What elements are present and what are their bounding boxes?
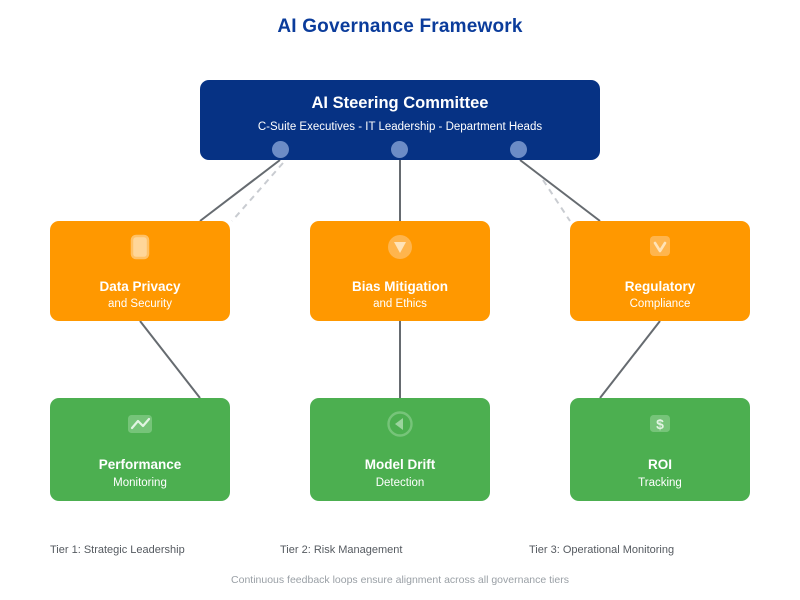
triangle-down-circle-icon [388,234,412,259]
node-roi[interactable]: $ ROI Tracking [570,398,750,501]
tier-caption-2: Tier 2: Risk Management [280,544,403,556]
node-subtitle: Detection [375,476,425,489]
node-subtitle: Compliance [629,298,691,311]
member-dot-icon [272,141,289,158]
connector-data-privacy-to-performance [139,320,201,399]
node-title: Data Privacy [99,278,181,294]
dollar-icon: $ [650,415,670,433]
connector-exec-to-data-privacy [199,159,281,222]
node-title: Regulatory [624,278,696,294]
member-dot-icon [510,141,527,158]
node-ai-steering-committee[interactable]: AI Steering Committee C-Suite Executives… [200,80,600,160]
line-chart-icon [128,415,152,434]
checkmark-icon [650,235,670,256]
member-dot-icon [391,141,408,158]
svg-text:$: $ [656,416,664,432]
node-subtitle: and Ethics [373,298,427,311]
tier-caption-3: Tier 3: Operational Monitoring [529,544,675,556]
node-performance[interactable]: Performance Monitoring [50,398,230,501]
node-subtitle: and Security [108,298,172,311]
node-title: AI Steering Committee [311,94,489,112]
connector-feedback-right [542,179,571,222]
node-subtitle: Tracking [638,476,682,489]
node-data-privacy[interactable]: Data Privacy and Security [50,221,230,321]
tier-caption-1: Tier 1: Strategic Leadership [50,544,185,556]
connector-exec-to-regulatory [519,159,601,222]
page-title: AI Governance Framework [277,16,523,37]
connector-regulatory-to-roi [599,320,661,399]
lock-icon [130,234,150,259]
node-title: Bias Mitigation [351,278,448,294]
footnote: Continuous feedback loops ensure alignme… [231,574,569,586]
node-title: Performance [98,457,182,473]
node-model-drift[interactable]: Model Drift Detection [310,398,490,501]
node-bias-mitigation[interactable]: Bias Mitigation and Ethics [310,221,490,321]
node-title: Model Drift [364,457,436,473]
node-title: ROI [647,457,672,473]
connector-feedback-left [231,162,284,222]
node-regulatory[interactable]: Regulatory Compliance [570,221,750,321]
node-subtitle: Monitoring [113,476,167,489]
triangle-left-circle-icon [387,411,413,437]
node-subtitle: C-Suite Executives - IT Leadership - Dep… [257,121,543,134]
exec-member-dots [200,141,600,159]
